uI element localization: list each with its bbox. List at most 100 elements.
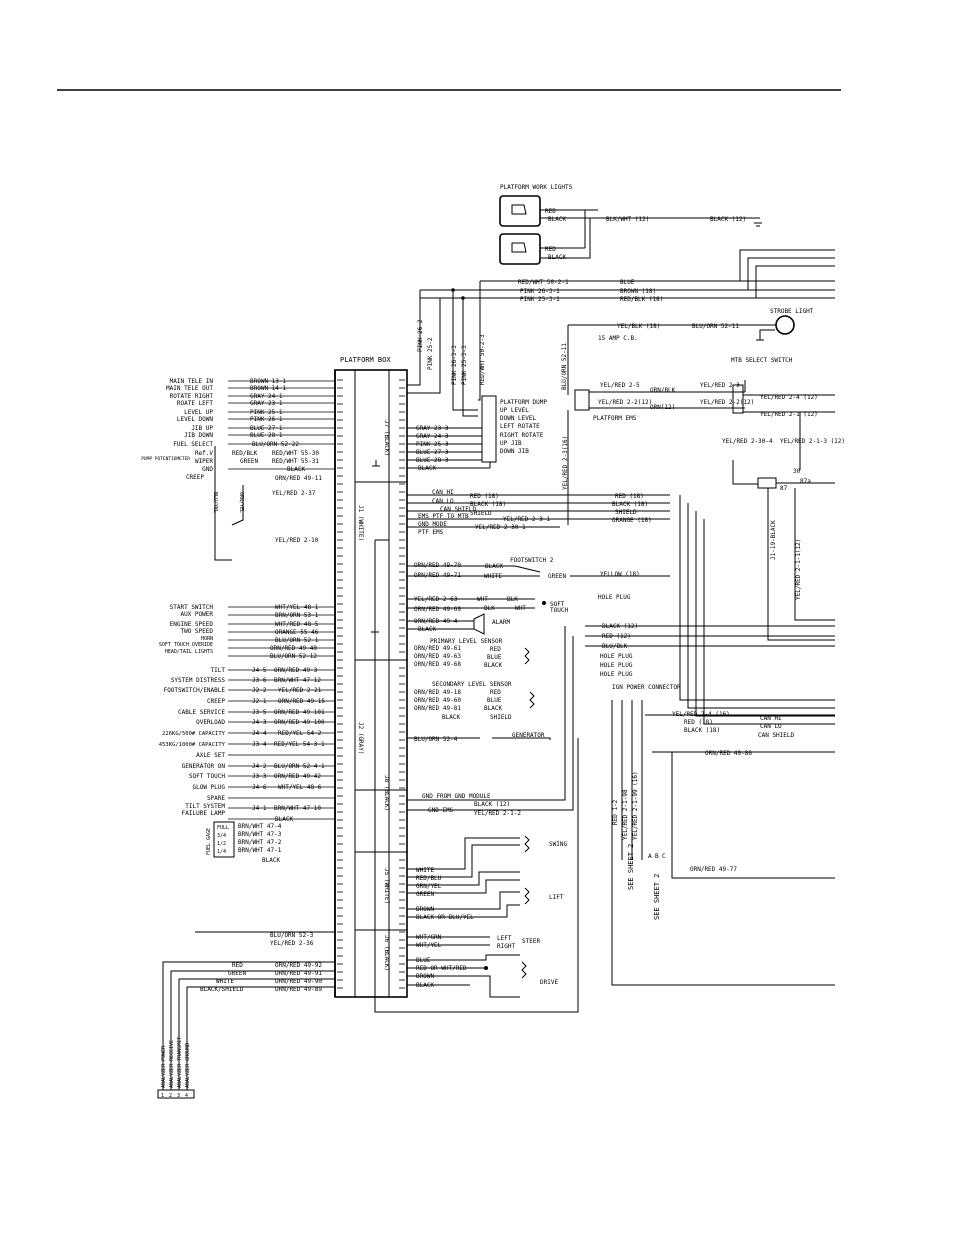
wire-black-shield: BLACK/SHIELD xyxy=(200,986,244,993)
primary-level-label: PRIMARY LEVEL SENSOR xyxy=(430,638,503,645)
relay-30: 30 xyxy=(793,468,801,475)
wire-ornred-49-40: ORN/RED 49-40 xyxy=(270,645,317,652)
label-wiper: WIPER xyxy=(195,458,213,465)
wire-bluorn-52-1: BLU/ORN 52-1 xyxy=(275,637,319,644)
wire-shield-sl: SHIELD xyxy=(490,714,512,721)
svg-text:TOUCH: TOUCH xyxy=(550,607,568,614)
can-lo-black: BLACK (18) xyxy=(470,501,506,508)
wire-brnwht-47-12: BRN/WHT 47-12 xyxy=(274,677,321,684)
wire-ornred-49-3: ORN/RED 49-3 xyxy=(274,667,318,674)
platform-box-title: PLATFORM BOX xyxy=(340,356,391,364)
wire-yelred-2-1-12: YEL/RED 2-1 (12) xyxy=(760,411,818,418)
wire-yellow-18: YELLOW (18) xyxy=(600,571,640,578)
label-rotate-right: ROTATE RIGHT xyxy=(170,393,214,400)
soft-touch-block: YEL/RED 2-63 YEL/RED 2-63 WHT BLK ORN/RE… xyxy=(407,596,568,635)
wire-red-pl: RED xyxy=(490,646,501,653)
wire-pink-25-3-1: PINK 25-3-1 xyxy=(520,296,560,303)
wire-j3-6: J3-6 xyxy=(252,677,267,684)
analyzer-pin-1: 1 xyxy=(161,1093,164,1099)
wire-pink-25-3-3: PINK 25-3-3 xyxy=(461,345,468,385)
wire-bluorn-52-22: BLU/ORN 52-22 xyxy=(252,441,299,448)
pin-column-left xyxy=(337,379,343,989)
wire-j4-2: J4-2 xyxy=(252,763,267,770)
wire-blue-28-1: BLUE 28-1 xyxy=(250,432,283,439)
wire-black-12-top: BLACK (12) xyxy=(710,216,746,223)
wire-black-12-j8: BLACK (12) xyxy=(474,801,510,808)
wire-bluorn-52-4: BLU/ORN 52-4 xyxy=(414,736,458,743)
wire-yelred-2-1-3: YEL/RED 2-1-3 (12) xyxy=(780,438,845,445)
wire-black-j2: BLACK xyxy=(275,816,293,823)
wire-green-fs: GREEN xyxy=(548,573,566,580)
label-jib-up: JIB UP xyxy=(191,425,213,432)
wire-yelred-2-2b: YEL/RED 2-2(12) xyxy=(700,399,754,406)
can-shield-wire: SHIELD xyxy=(470,510,492,517)
wire-blue-pl: BLUE xyxy=(487,654,502,661)
wire-ornred-49-101: ORN/RED 49-101 xyxy=(274,709,325,716)
analyzer-ground-label: ANALYZER GROUND xyxy=(185,1043,191,1088)
relay-wire-j1-19: J1-19-BLACK xyxy=(770,520,777,560)
wire-blkwht-12: BLK/WHT (12) xyxy=(606,216,649,223)
relay-87a: 87a xyxy=(800,478,811,485)
platform-ems: BLU/ORN 52-11 15 AMP C.B. PLATFORM EMS Y… xyxy=(561,325,754,525)
wire-black: BLACK xyxy=(287,466,305,473)
wire-j4-6: J4-6 xyxy=(252,784,267,791)
generator-label: GENERATOR xyxy=(512,732,545,739)
label-start-switch: START SWITCH xyxy=(170,604,214,611)
wire-black-sl2: BLACK xyxy=(442,714,460,721)
top-wiring: RED/WHT 50-2-1 BLUE PINK 26-3-1 BROWN (1… xyxy=(407,249,835,417)
wire-orange-55-46: ORANGE 55-46 xyxy=(275,629,319,636)
wire-yelred-2-37: YEL/RED 2-37 xyxy=(272,490,316,497)
wire-redblk-18: RED/BLK (18) xyxy=(620,296,663,303)
wire-ornred-49-11: ORN/RED 49-11 xyxy=(275,475,322,482)
wire-pink-26-3-3: PINK 26-3-3 xyxy=(451,345,458,385)
ign-can-hi: CAN HI xyxy=(760,715,782,722)
wire-green-analyzer: GREEN xyxy=(228,970,246,977)
j2-wires: J4-5 ORN/RED 49-3 J3-6 BRN/WHT 47-12 J2-… xyxy=(238,667,325,864)
ign-yelred-2-1-99: YEL/RED 2-1-99 (16) xyxy=(632,771,639,840)
label-axle-set: AXLE SET xyxy=(196,752,225,759)
label-226kg: 226KG/500# CAPACITY xyxy=(162,731,226,737)
connector-j8-label: J8 (BLACK) xyxy=(383,775,390,811)
label-platform-dump: PLATFORM DUMP xyxy=(500,399,547,406)
footswitch-label: FOOTSWITCH 2 xyxy=(510,557,554,564)
ign-red-1-2: RED 1-2 xyxy=(612,799,619,825)
svg-text:SOFT: SOFT xyxy=(550,601,565,608)
ign-yelred-2-1-98: YEL/RED 2-1-98 xyxy=(622,789,629,840)
wire-whtyel-48-1: WHT/YEL 48-1 xyxy=(275,604,319,611)
label-cable-service: CABLE SERVICE xyxy=(178,709,225,716)
label-engine-speed: ENGINE SPEED xyxy=(170,621,214,628)
ptf-ems: PTF EMS xyxy=(418,529,444,536)
wire-ornred-49-60: ORN/RED 49-60 xyxy=(414,697,461,704)
wire-ornred-49-61: ORN/RED 49-61 xyxy=(414,645,461,652)
left-function-labels: MAIN TELE IN MAIN TELE OUT ROTATE RIGHT … xyxy=(141,378,225,817)
gnd-ems: GND EMS xyxy=(428,807,454,814)
fuel-gauge-3-4: 3/4 xyxy=(217,833,226,839)
secondary-level-label: SECONDARY LEVEL SENSOR xyxy=(432,681,512,688)
wire-ornred-49-92: ORN/RED 49-92 xyxy=(275,962,322,969)
wire-redblu-swing: RED/BLU xyxy=(416,875,442,882)
wire-brown-18: BROWN (18) xyxy=(620,288,656,295)
ign-c: C xyxy=(662,853,666,860)
can-shield: CAN SHIELD xyxy=(440,506,477,513)
wire-ornred-49-91: ORN/RED 49-91 xyxy=(275,970,322,977)
fuel-gauge-1-2: 1/2 xyxy=(217,841,226,847)
wire-white-swing: WHITE xyxy=(416,867,434,874)
label-head-tail-lights: HEAD/TAIL LIGHTS xyxy=(165,649,213,655)
swing-label: SWING xyxy=(549,841,567,848)
wire-ornred-49-42: ORN/RED 49-42 xyxy=(274,773,321,780)
work-light-2-red: RED xyxy=(545,246,556,253)
wire-j4-1: J4-1 xyxy=(252,805,267,812)
alarm-label: ALARM xyxy=(492,619,510,626)
wire-j2-1: J2-1 xyxy=(252,698,267,705)
ign-power-label: IGN POWER CONNECTOR xyxy=(612,684,681,691)
mtb-select-switch: MTB SELECT SWITCH YEL/RED 2-4 (12) YEL/R… xyxy=(722,357,845,641)
wire-blue-27-1: BLUE 27-1 xyxy=(250,425,283,432)
analyzer-pin-3: 3 xyxy=(177,1093,180,1099)
ign-a: A xyxy=(648,853,652,860)
wire-bluorn-52-11: BLU/ORN 52-11 xyxy=(561,343,568,390)
see-sheet-2-b: SEE SHEET 2 xyxy=(653,874,661,920)
connector-j5-label: J5 (WHITE) xyxy=(383,868,390,904)
ign-power-connector: IGN POWER CONNECTOR YEL/RED 2-4 (16) CAN… xyxy=(611,684,835,986)
svg-text:ORN/YEL: ORN/YEL xyxy=(238,492,244,513)
label-tilt-system: TILT SYSTEM xyxy=(185,803,225,810)
